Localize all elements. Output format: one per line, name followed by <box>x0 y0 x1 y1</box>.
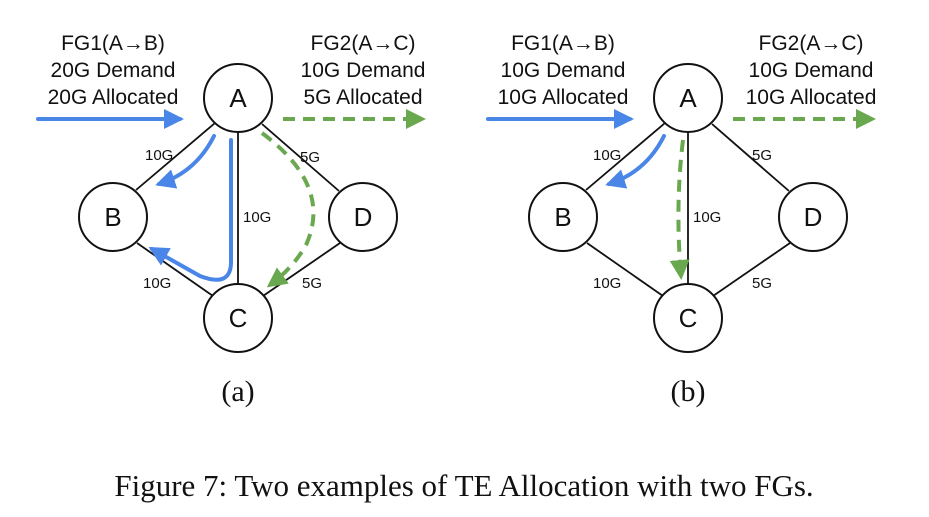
node-a: A <box>203 63 273 133</box>
panel-a: 10G 10G 5G 10G 5G A B C D FG1(A→B) <box>36 32 426 408</box>
link-a-b-capacity: 10G <box>593 147 621 164</box>
node-b-label: B <box>104 202 121 232</box>
panel-b-label: (b) <box>671 375 706 408</box>
node-d: D <box>328 182 398 252</box>
fg2-allocated: 5G Allocated <box>303 86 422 109</box>
fg2-allocated: 10G Allocated <box>746 86 877 109</box>
node-b-label: B <box>554 202 571 232</box>
fg1-demand: 10G Demand <box>501 59 626 82</box>
figure-caption: Figure 7: Two examples of TE Allocation … <box>114 468 813 503</box>
node-c: C <box>653 283 723 353</box>
link-a-b <box>135 122 216 191</box>
node-c-label: C <box>679 303 698 333</box>
node-a-label: A <box>679 83 697 113</box>
fg1-path-a-b <box>605 134 666 189</box>
node-d-label: D <box>354 202 373 232</box>
link-a-d-capacity: 5G <box>300 149 320 166</box>
node-a-label: A <box>229 83 247 113</box>
fg1-allocated: 20G Allocated <box>48 86 179 109</box>
fg1-demand: 20G Demand <box>51 59 176 82</box>
link-d-c-capacity: 5G <box>752 275 772 292</box>
node-d: D <box>778 182 848 252</box>
fg2-path-a-d-c <box>260 131 316 288</box>
node-c: C <box>203 283 273 353</box>
fg1-path-a-b-direct <box>155 134 216 189</box>
link-a-b <box>585 122 666 191</box>
fg1-name: FG1(A→B) <box>61 32 165 55</box>
node-b: B <box>78 182 148 252</box>
fg2-path-a-c <box>669 139 690 280</box>
node-d-label: D <box>804 202 823 232</box>
link-b-c-capacity: 10G <box>593 275 621 292</box>
node-c-label: C <box>229 303 248 333</box>
link-a-b-capacity: 10G <box>145 147 173 164</box>
fg1-allocated: 10G Allocated <box>498 86 629 109</box>
fg2-name: FG2(A→C) <box>759 32 864 55</box>
link-b-c <box>586 242 664 297</box>
fg1-name: FG1(A→B) <box>511 32 615 55</box>
link-a-d <box>261 123 340 192</box>
link-a-d-capacity: 5G <box>752 147 772 164</box>
panel-b: 10G 10G 5G 10G 5G A B C D FG1(A→B) 10G D <box>486 32 877 408</box>
link-d-c-capacity: 5G <box>302 275 322 292</box>
fg2-demand: 10G Demand <box>301 59 426 82</box>
fg1-path-a-c-b <box>148 138 233 282</box>
link-a-c-capacity: 10G <box>693 209 721 226</box>
node-a: A <box>653 63 723 133</box>
fg2-name: FG2(A→C) <box>311 32 416 55</box>
node-b: B <box>528 182 598 252</box>
panel-a-label: (a) <box>221 375 254 408</box>
fg2-demand: 10G Demand <box>749 59 874 82</box>
link-a-d <box>711 123 790 192</box>
link-b-c-capacity: 10G <box>143 275 171 292</box>
link-a-c-capacity: 10G <box>243 209 271 226</box>
link-d-c <box>712 242 791 297</box>
